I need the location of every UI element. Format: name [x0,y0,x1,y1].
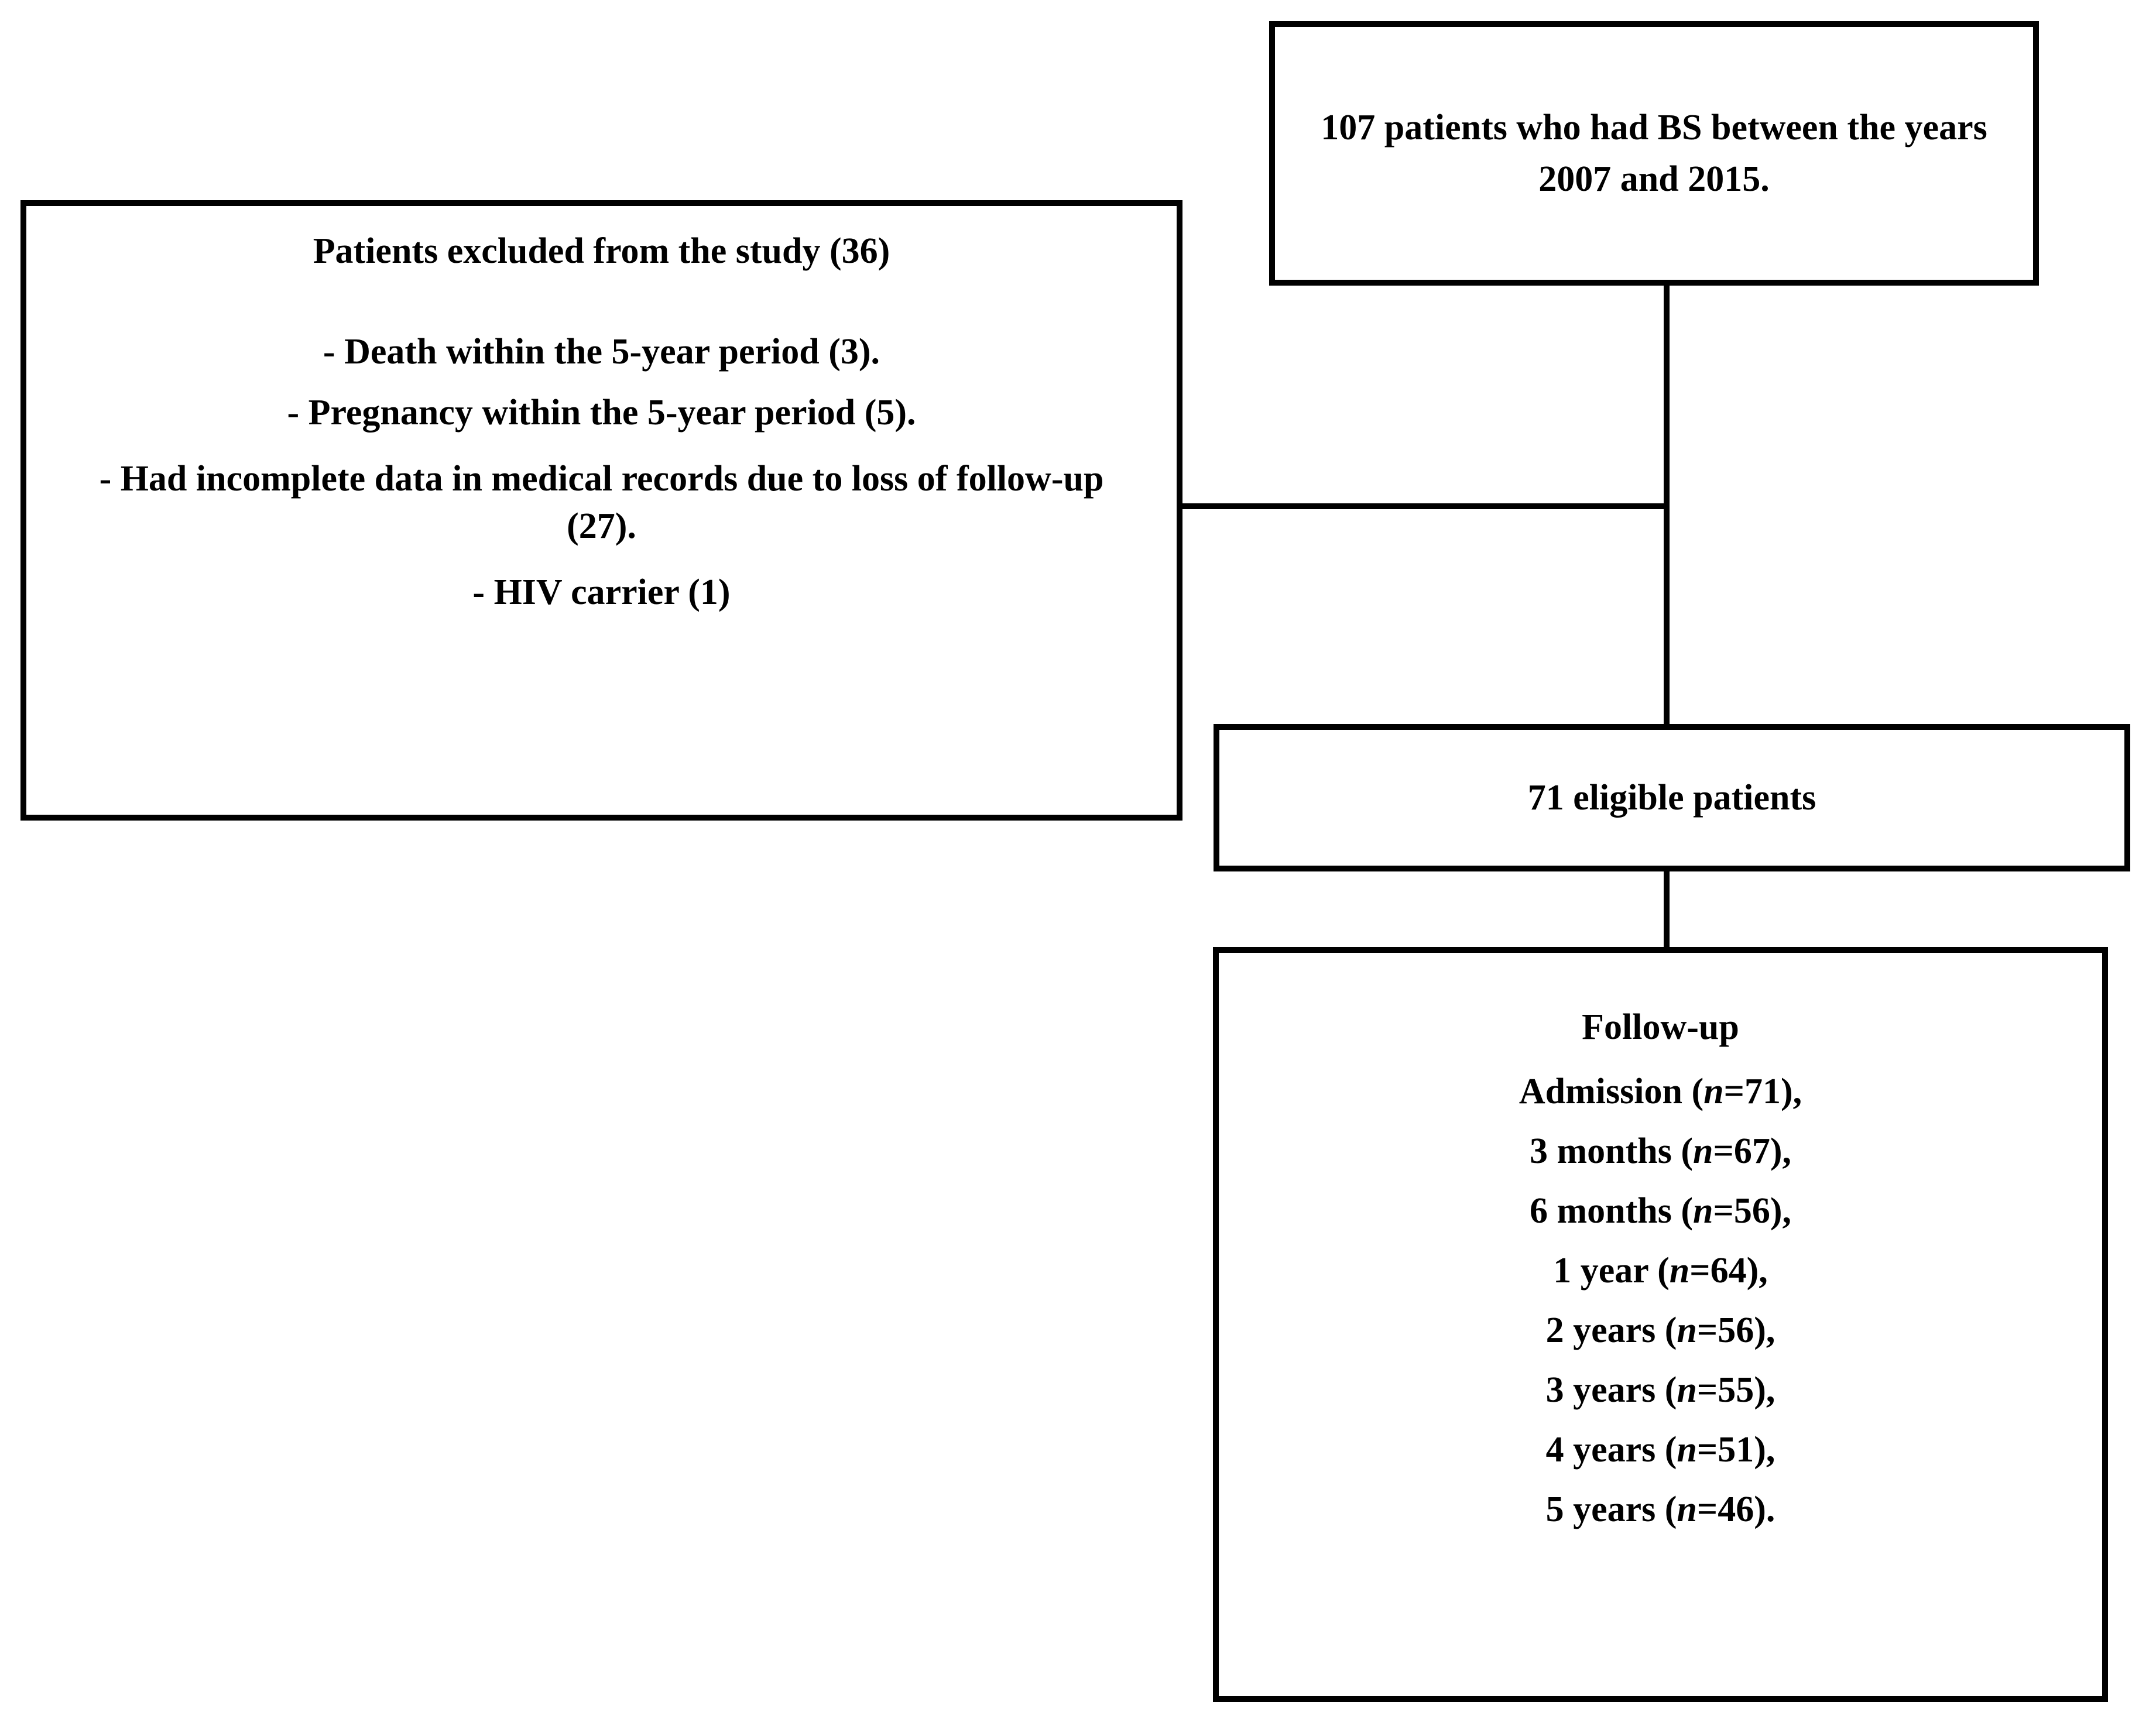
followup-n-symbol: n [1677,1490,1697,1529]
exclusion-reason-pregnancy: - Pregnancy within the 5-year period (5)… [287,393,916,433]
excluded-heading: Patients excluded from the study (36) [313,231,890,271]
followup-value-3-months: =67), [1713,1131,1791,1171]
followup-item-2-years: 2 years (n=56), [1546,1312,1775,1348]
followup-box: Follow-up Admission (n=71), 3 months (n=… [1213,947,2108,1702]
followup-value-5-years: =46). [1696,1490,1775,1529]
connector-eligible-to-followup [1664,867,1670,952]
eligible-patients-box: 71 eligible patients [1214,724,2130,871]
exclusion-reason-death: - Death within the 5-year period (3). [323,332,880,372]
followup-n-symbol: n [1693,1131,1713,1171]
exclusion-reason-hiv-carrier: - HIV carrier (1) [472,572,731,613]
followup-value-admission: =71), [1723,1072,1802,1111]
eligible-patients-text: 71 eligible patients [1527,777,1816,818]
source-population-text: 107 patients who had BS between the year… [1321,107,1987,199]
followup-n-symbol: n [1677,1310,1697,1350]
followup-label-3-years: 3 years ( [1545,1370,1677,1410]
followup-n-symbol: n [1677,1430,1697,1470]
followup-value-2-years: =56), [1696,1310,1775,1350]
followup-n-symbol: n [1703,1072,1724,1111]
followup-value-4-years: =51), [1696,1430,1775,1470]
followup-n-symbol: n [1669,1251,1690,1291]
followup-item-3-years: 3 years (n=55), [1546,1372,1775,1408]
followup-title: Follow-up [1582,1007,1739,1047]
followup-n-symbol: n [1693,1191,1713,1231]
followup-item-admission: Admission (n=71), [1519,1073,1802,1110]
followup-n-symbol: n [1677,1370,1697,1410]
followup-value-3-years: =55), [1696,1370,1775,1410]
followup-item-6-months: 6 months (n=56), [1530,1193,1791,1229]
connector-branch-to-excluded [1179,503,1668,509]
followup-label-admission: Admission ( [1519,1072,1704,1111]
followup-item-1-year: 1 year (n=64), [1553,1252,1768,1289]
excluded-patients-box: Patients excluded from the study (36) - … [20,200,1182,821]
followup-value-6-months: =56), [1713,1191,1791,1231]
followup-value-1-year: =64), [1689,1251,1768,1291]
followup-label-4-years: 4 years ( [1545,1430,1677,1470]
followup-item-5-years: 5 years (n=46). [1546,1491,1775,1528]
followup-label-3-months: 3 months ( [1530,1131,1694,1171]
followup-label-2-years: 2 years ( [1545,1310,1677,1350]
followup-label-5-years: 5 years ( [1545,1490,1677,1529]
followup-item-3-months: 3 months (n=67), [1530,1133,1791,1169]
exclusion-reason-incomplete-data: - Had incomplete data in medical records… [99,459,1104,546]
source-population-box: 107 patients who had BS between the year… [1269,21,2039,286]
followup-label-6-months: 6 months ( [1530,1191,1694,1231]
followup-label-1-year: 1 year ( [1553,1251,1670,1291]
followup-item-4-years: 4 years (n=51), [1546,1432,1775,1468]
